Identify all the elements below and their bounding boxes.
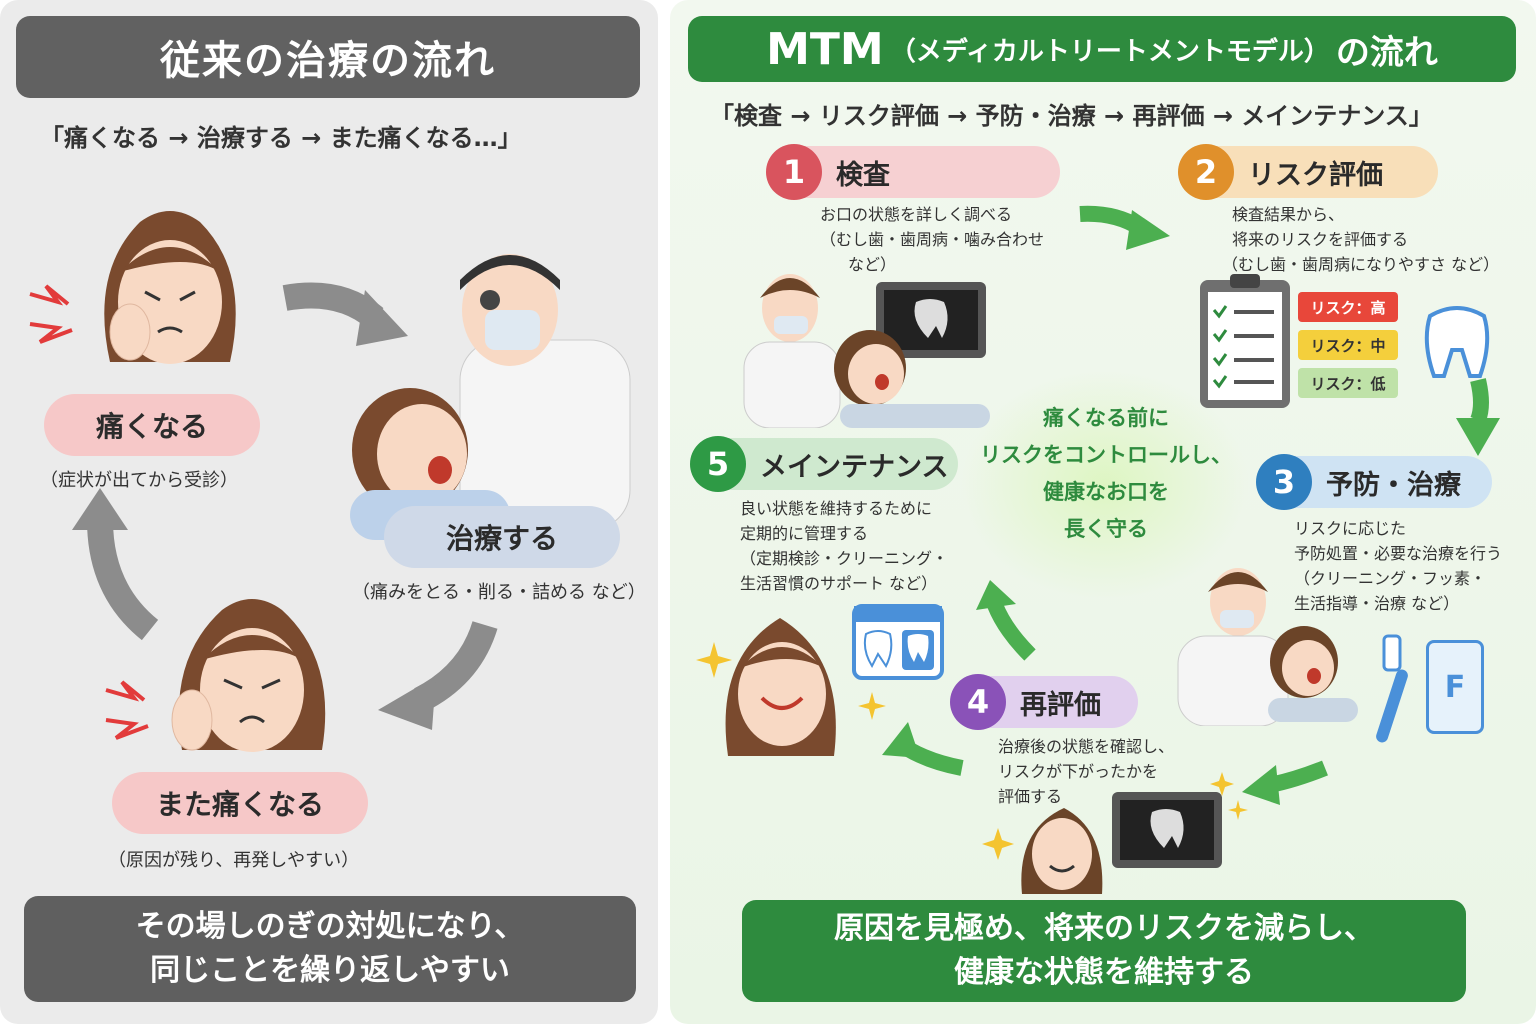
step-4-title: 再評価: [1020, 689, 1101, 721]
step-2-title: リスク評価: [1248, 159, 1383, 191]
step-5-header: 5 メインテナンス: [690, 436, 958, 492]
mtm-cycle-arrows: [882, 205, 1500, 805]
conventional-summary-line-1: その場しのぎの対処になり、: [135, 909, 525, 944]
step-3-desc-line-2: 予防処置・必要な治療を行う: [1294, 544, 1503, 563]
step-treat-note: （痛みをとる・削る・詰める など）: [352, 582, 646, 603]
step-4-header: 4 再評価: [950, 674, 1138, 730]
mtm-title-paren: （メディカルトリートメントモデル）: [889, 36, 1330, 67]
center-glow: [960, 370, 1250, 600]
step-1-description: お口の状態を詳しく調べる （むし歯・歯周病・噛み合わせ など）: [820, 202, 1044, 277]
step-5-title: メインテナンス: [760, 451, 949, 483]
conventional-summary: その場しのぎの対処になり、 同じことを繰り返しやすい: [24, 896, 636, 1002]
conventional-cycle-arrows: [72, 282, 498, 730]
pain-spark-icon: [105, 680, 149, 740]
conventional-subtitle: 「痛くなる → 治療する → また痛くなる…」: [40, 124, 522, 152]
step-treat-label: 治療する: [384, 506, 620, 568]
step-3-title: 予防・治療: [1326, 469, 1461, 501]
step-5-desc-line-4: 生活習慣のサポート など）: [740, 574, 938, 593]
arrow-5-to-cycle: [987, 601, 1036, 661]
step-1-desc-line-3: など）: [848, 255, 897, 274]
step-3-number: 3: [1256, 454, 1312, 510]
sparkle-icon: [696, 642, 732, 678]
pain-spark-icon: [29, 284, 73, 344]
step-5-desc-line-2: 定期的に管理する: [740, 524, 869, 543]
step-2-desc-line-3: （むし歯・歯周病になりやすさ など）: [1222, 255, 1500, 274]
center-line-2: リスクをコントロールし、: [980, 443, 1232, 467]
step-pain-note: （症状が出てから受診）: [40, 470, 238, 491]
mtm-summary-line-1: 原因を見極め、将来のリスクを減らし、: [834, 911, 1374, 946]
arrow-repain-to-pain: [87, 519, 159, 641]
mtm-title-main: MTM: [766, 23, 884, 75]
mtm-title: MTM （メディカルトリートメントモデル） の流れ: [688, 16, 1516, 82]
step-5-description: 良い状態を維持するために 定期的に管理する （定期検診・クリーニング・ 生活習慣…: [740, 496, 948, 596]
arrow-3-to-4: [1268, 760, 1328, 793]
risk-tag-low: リスク：低: [1298, 368, 1398, 398]
step-repain-note: （原因が残り、再発しやすい）: [108, 850, 360, 871]
sparkle-icon: [1210, 772, 1234, 796]
mtm-subtitle: 「検査 → リスク評価 → 予防・治療 → 再評価 → メインテナンス」: [710, 102, 1433, 130]
clipboard-checklist-icon: [1200, 274, 1290, 408]
step-4-description: 治療後の状態を確認し、 リスクが下がったかを 評価する: [998, 734, 1174, 809]
exam-illustration: [743, 274, 990, 428]
risk-tag-medium: リスク：中: [1298, 330, 1398, 360]
mtm-title-tail: の流れ: [1335, 32, 1438, 73]
step-4-desc-line-3: 評価する: [998, 787, 1063, 806]
sparkle-icon: [858, 692, 886, 720]
mtm-summary: 原因を見極め、将来のリスクを減らし、 健康な状態を維持する: [742, 900, 1466, 1002]
step-2-header: 2 リスク評価: [1178, 144, 1438, 200]
step-2-desc-line-1: 検査結果から、: [1232, 205, 1345, 224]
step-3-desc-line-3: （クリーニング・フッ素・: [1294, 569, 1487, 588]
step-5-desc-line-3: （定期検診・クリーニング・: [740, 549, 949, 568]
conventional-summary-line-2: 同じことを繰り返しやすい: [150, 953, 510, 988]
mtm-flow-panel: MTM （メディカルトリートメントモデル） の流れ 「検査 → リスク評価 → …: [670, 0, 1536, 1024]
step-1-desc-line-1: お口の状態を詳しく調べる: [820, 205, 1013, 224]
step-1-number: 1: [766, 144, 822, 200]
step-5-desc-line-1: 良い状態を維持するために: [740, 499, 933, 518]
step-3-desc-line-1: リスクに応じた: [1294, 519, 1407, 538]
hygienist-cleaning-illustration: [1177, 568, 1358, 726]
step-1-title: 検査: [836, 159, 890, 191]
reevaluation-illustration: [1021, 792, 1222, 894]
center-line-3: 健康なお口を: [1043, 480, 1169, 504]
conventional-title: 従来の治療の流れ: [16, 16, 640, 98]
step-1-header: 1 検査: [766, 144, 1060, 200]
arrow-2-to-3: [1470, 378, 1489, 423]
center-line-1: 痛くなる前に: [1043, 406, 1169, 430]
tooth-icon: [1424, 306, 1490, 378]
dentist-treatment-illustration: [350, 254, 631, 540]
center-line-4: 長く守る: [1064, 517, 1148, 541]
sparkle-icon: [1228, 800, 1248, 820]
step-2-number: 2: [1178, 144, 1234, 200]
step-5-number: 5: [690, 436, 746, 492]
step-1-desc-line-2: （むし歯・歯周病・噛み合わせ: [820, 230, 1045, 249]
step-repain-label: また痛くなる: [112, 772, 368, 834]
fluoride-toothpaste-icon: F: [1426, 640, 1484, 734]
woman-in-pain-illustration: [104, 211, 236, 364]
step-3-desc-line-4: 生活指導・治療 など）: [1294, 594, 1460, 613]
risk-tag-high: リスク：高: [1298, 292, 1398, 322]
mtm-summary-line-2: 健康な状態を維持する: [954, 955, 1254, 990]
toothbrush-icon: [1376, 634, 1408, 743]
smiling-patient-illustration: [725, 604, 944, 756]
step-2-desc-line-2: 将来のリスクを評価する: [1232, 230, 1409, 249]
conventional-flow-panel: 従来の治療の流れ 「痛くなる → 治療する → また痛くなる…」: [0, 0, 658, 1024]
woman-pain-again-illustration: [171, 599, 326, 752]
sparkle-icon: [982, 828, 1014, 860]
step-3-header: 3 予防・治療: [1256, 454, 1492, 510]
step-3-description: リスクに応じた 予防処置・必要な治療を行う （クリーニング・フッ素・ 生活指導・…: [1294, 516, 1502, 616]
step-4-number: 4: [950, 674, 1006, 730]
step-2-description: 検査結果から、 将来のリスクを評価する （むし歯・歯周病になりやすさ など）: [1222, 202, 1499, 277]
step-pain-label: 痛くなる: [44, 394, 260, 456]
step-4-desc-line-2: リスクが下がったかを: [998, 762, 1159, 781]
mtm-center-message: 痛くなる前に リスクをコントロールし、 健康なお口を 長く守る: [966, 400, 1246, 548]
step-4-desc-line-1: 治療後の状態を確認し、: [998, 737, 1175, 756]
